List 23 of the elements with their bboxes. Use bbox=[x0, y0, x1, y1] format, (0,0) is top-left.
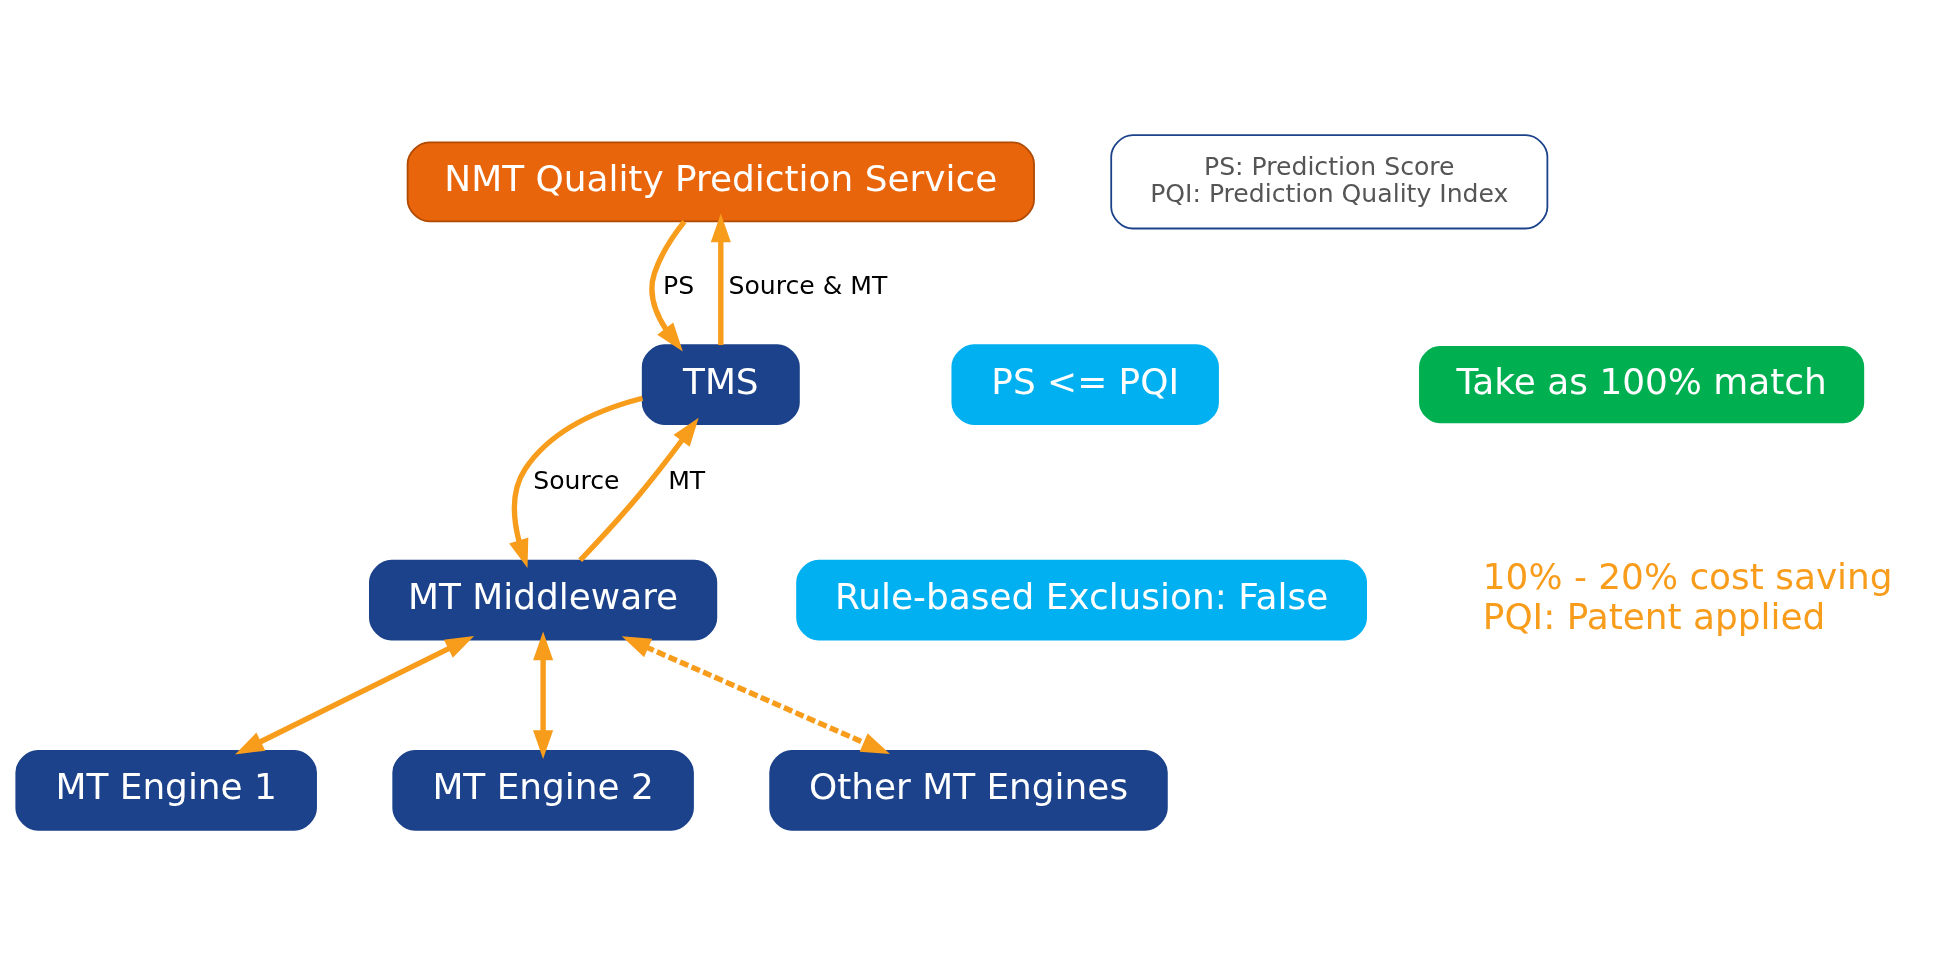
node-box: TMS bbox=[641, 343, 800, 425]
label: 10% - 20% cost saving bbox=[1482, 555, 1893, 597]
arrow bbox=[509, 395, 644, 568]
arrow bbox=[621, 635, 890, 754]
node-box: Rule-based Exclusion: False bbox=[796, 559, 1367, 640]
label: PQI: Patent applied bbox=[1482, 595, 1826, 637]
node-box: MT Engine 2 bbox=[392, 749, 694, 831]
node-box: PS: Prediction Score PQI: Prediction Quality Index bbox=[1110, 133, 1549, 229]
node-box: PS <= PQI bbox=[951, 343, 1219, 425]
node-box: MT Middleware bbox=[369, 559, 718, 640]
node-box: NMT Quality Prediction Service bbox=[406, 140, 1035, 222]
arrow bbox=[710, 212, 731, 345]
arrow bbox=[235, 635, 475, 754]
arrow bbox=[649, 219, 687, 351]
arrow bbox=[533, 631, 554, 759]
node-box: Take as 100% match bbox=[1417, 343, 1866, 425]
node-box: Other MT Engines bbox=[769, 749, 1168, 831]
node-box: MT Engine 1 bbox=[15, 749, 317, 831]
edge-label: MT bbox=[668, 465, 706, 495]
arrow bbox=[578, 417, 699, 562]
edge-label: Source & MT bbox=[728, 269, 888, 299]
edge-label: Source bbox=[533, 465, 620, 495]
edge-label: PS bbox=[663, 269, 695, 299]
